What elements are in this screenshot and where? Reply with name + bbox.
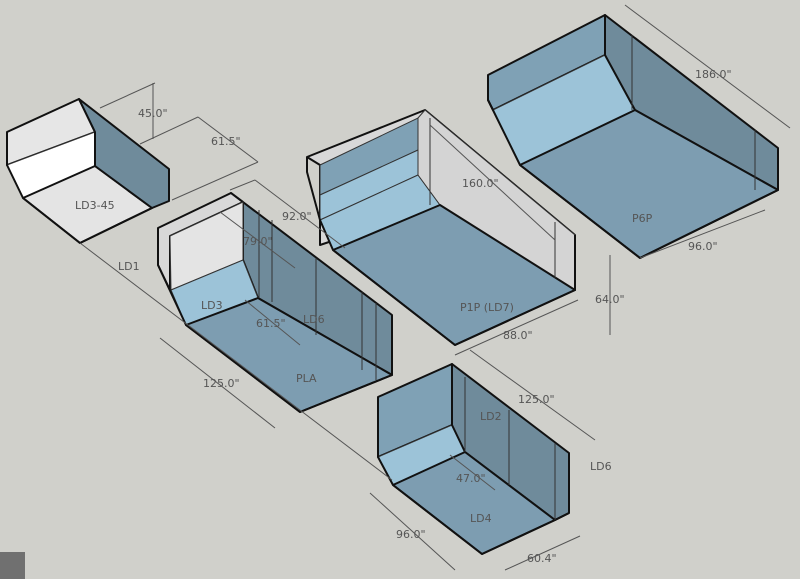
label-ld1: LD1 [118,260,140,273]
dim-79: 79.0" [243,235,273,248]
dim-64: 64.0" [595,293,625,306]
dim-96-ld4: 96.0" [396,528,426,541]
ld3-45-container[interactable] [6,98,170,244]
label-ld2: LD2 [480,410,502,423]
label-ld3: LD3 [201,299,223,312]
dim-96-p6p: 96.0" [688,240,718,253]
dim-186: 186.0" [695,68,732,81]
label-ld6-left: LD6 [303,313,325,326]
dim-125-left: 125.0" [203,377,240,390]
p6p-container[interactable] [487,14,779,259]
dim-125-right: 125.0" [518,393,555,406]
corner-swatch [0,552,25,579]
dim-60-4: 60.4" [527,552,557,565]
label-ld6-right: LD6 [590,460,612,473]
dim-61-5-top: 61.5" [211,135,241,148]
label-ld3-45: LD3-45 [75,199,115,212]
dim-88: 88.0" [503,329,533,342]
dim-160: 160.0" [462,177,499,190]
dim-47: 47.0" [456,472,486,485]
dim-61-5-mid: 61.5" [256,317,286,330]
p1p-container[interactable] [306,109,576,346]
dim-92: 92.0" [282,210,312,223]
label-pla: PLA [296,372,317,385]
pla-container[interactable] [157,192,393,413]
ld4-container[interactable] [377,363,570,555]
dim-45: 45.0" [138,107,168,120]
dimension-lines [79,4,791,571]
label-p6p: P6P [632,212,653,225]
label-p1p: P1P (LD7) [460,301,514,314]
label-ld4: LD4 [470,512,492,525]
